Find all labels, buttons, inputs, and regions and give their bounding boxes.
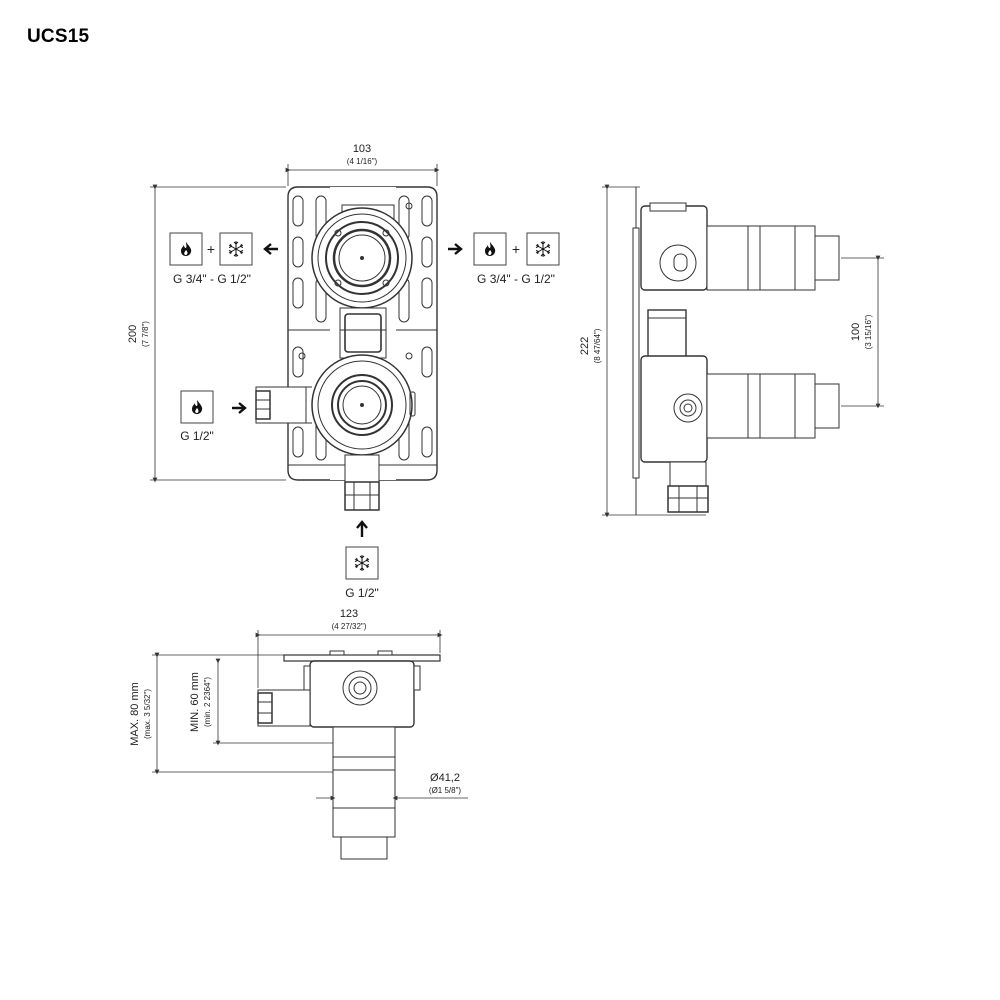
front-width-inch-label: (4 1/16")	[347, 157, 378, 166]
top-width-label: 123	[340, 608, 358, 620]
side-spacing-inch-label: (3 15/16")	[864, 314, 873, 349]
outlet-right-group: + G 3/4" - G 1/2"	[448, 232, 560, 286]
outlet-left-group: + G 3/4" - G 1/2"	[169, 232, 278, 286]
front-height-dimension	[150, 184, 286, 483]
hot-inlet-group: G 1/2"	[180, 390, 247, 443]
max-depth-inch-label: (max. 3 5/32")	[143, 689, 152, 739]
outlet-right-thread: G 3/4" - G 1/2"	[477, 272, 555, 286]
page-title: UCS15	[27, 26, 90, 47]
cold-inlet-thread: G 1/2"	[345, 586, 379, 600]
arrow-icon	[263, 243, 278, 255]
cold-inlet-group: G 1/2"	[345, 520, 379, 600]
side-height-label: 222	[579, 337, 591, 355]
arrow-icon	[232, 402, 247, 414]
min-depth-dimension	[213, 658, 333, 746]
front-view	[255, 186, 438, 511]
front-height-label: 200	[127, 325, 139, 343]
side-spacing-dimension	[841, 255, 884, 409]
arrow-icon	[356, 520, 368, 537]
side-spacing-label: 100	[850, 323, 862, 341]
top-width-dimension	[255, 630, 443, 688]
side-height-dimension	[602, 184, 706, 518]
diameter-inch-label: (Ø1 5/8")	[429, 786, 462, 795]
side-view	[632, 187, 840, 515]
hot-inlet-thread: G 1/2"	[180, 429, 214, 443]
front-width-label: 103	[353, 143, 371, 155]
max-depth-label: MAX. 80 mm	[129, 682, 141, 746]
min-depth-inch-label: (min. 2 2364")	[203, 677, 212, 727]
diameter-label: Ø41,2	[430, 772, 460, 784]
outlet-left-thread: G 3/4" - G 1/2"	[173, 272, 251, 286]
front-width-dimension	[285, 164, 440, 186]
front-height-inch-label: (7 7/8")	[141, 321, 150, 347]
top-width-inch-label: (4 27/32")	[332, 622, 367, 631]
arrow-icon	[448, 243, 463, 255]
side-height-inch-label: (8 47/64")	[593, 328, 602, 363]
max-depth-dimension	[152, 652, 333, 775]
plus-sign: +	[207, 241, 215, 257]
top-view	[257, 650, 441, 860]
plus-sign: +	[512, 241, 520, 257]
min-depth-label: MIN. 60 mm	[189, 672, 201, 732]
